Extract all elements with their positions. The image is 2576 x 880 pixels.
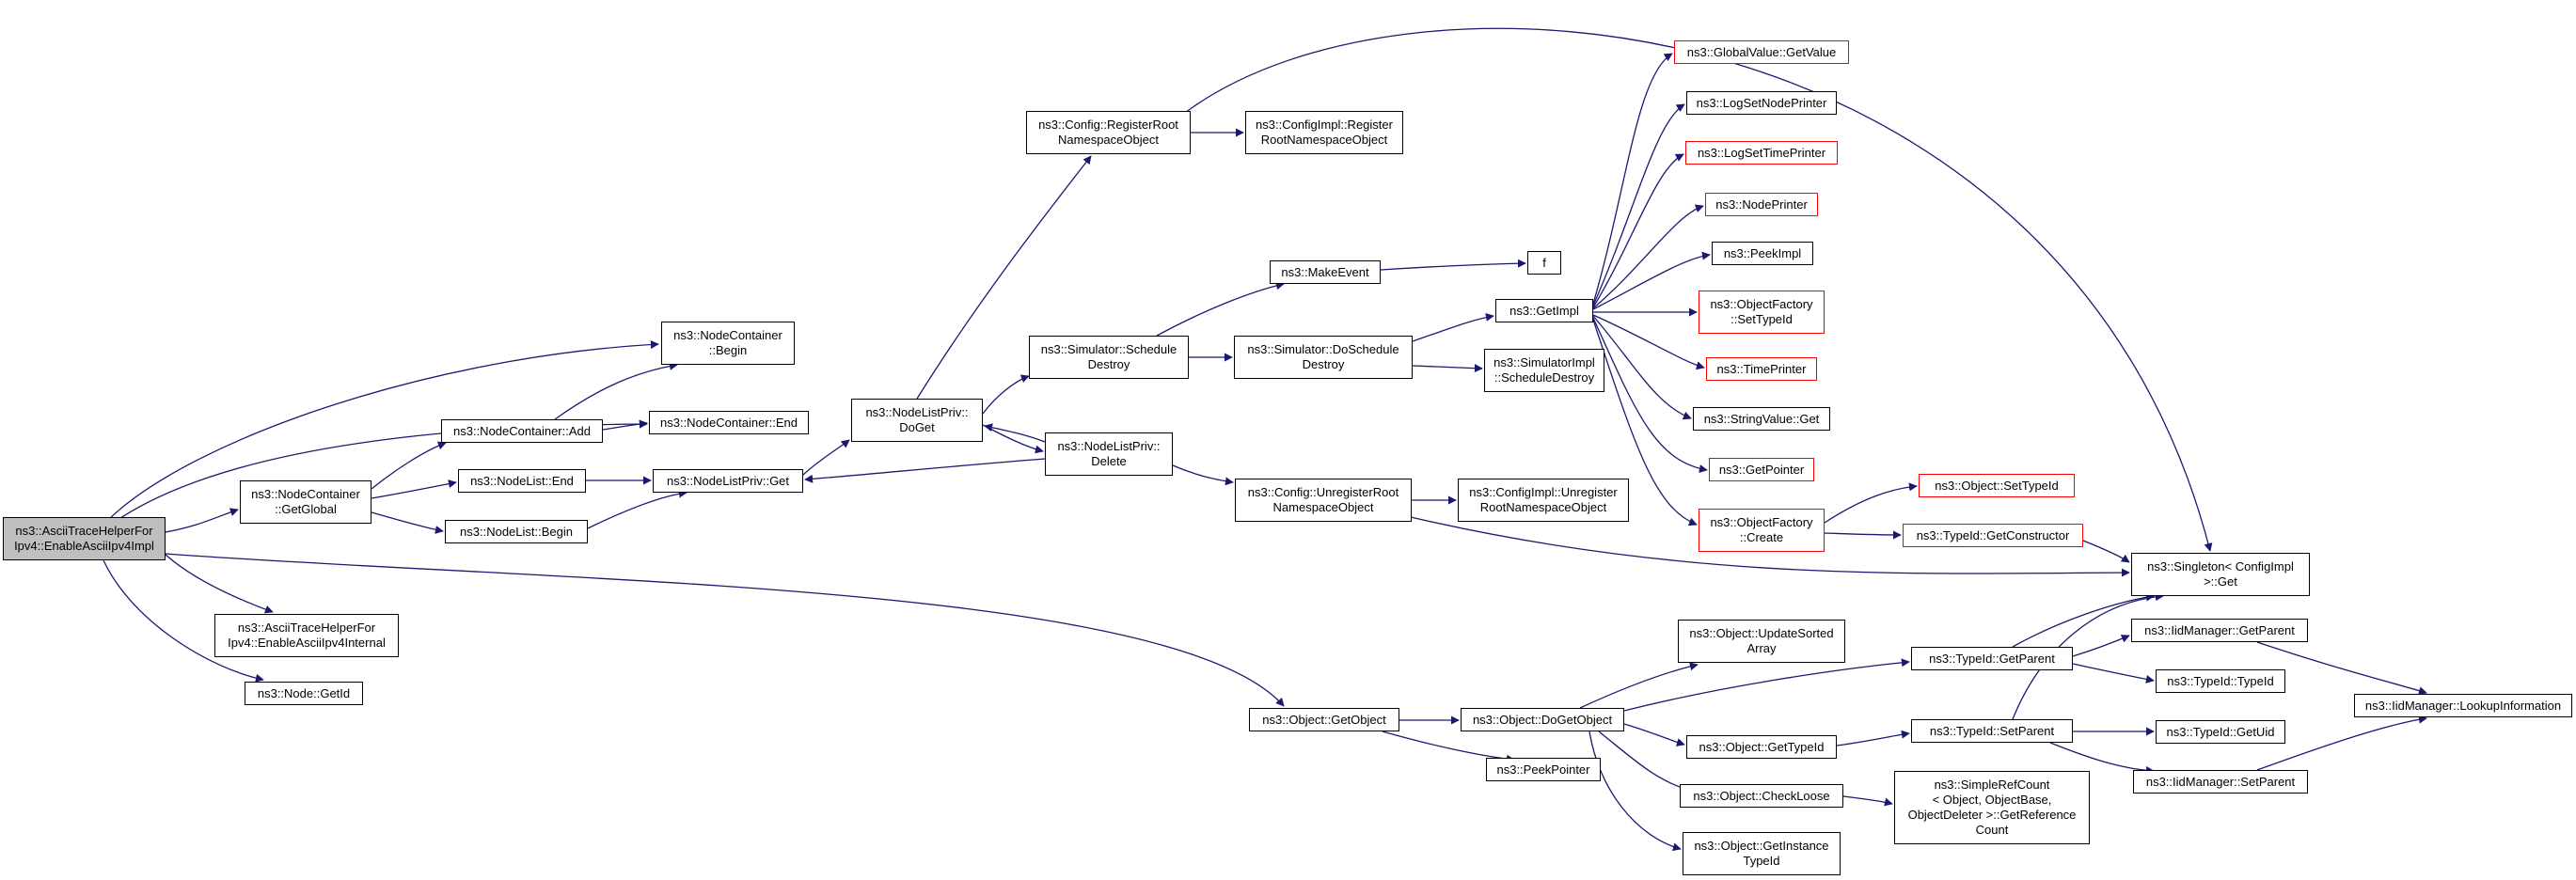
edge-checkloose-simplerefcount — [1842, 795, 1893, 807]
node-singleton-configimpl-get[interactable]: ns3::Singleton< ConfigImpl >::Get — [2131, 553, 2310, 596]
node-typeid-typeid[interactable]: ns3::TypeId::TypeId — [2156, 669, 2285, 693]
node-typeid-getparent[interactable]: ns3::TypeId::GetParent — [1911, 647, 2073, 670]
node-stringvalue-get[interactable]: ns3::StringValue::Get — [1693, 407, 1830, 431]
edge-root-getobject — [165, 553, 1285, 707]
edge-root-getid — [103, 559, 264, 683]
node-enable-ascii-ipv4-internal[interactable]: ns3::AsciiTraceHelperFor Ipv4::EnableAsc… — [214, 614, 399, 657]
node-object-update-sorted-array[interactable]: ns3::Object::UpdateSorted Array — [1678, 620, 1845, 663]
node-iidmanager-getparent[interactable]: ns3::IidManager::GetParent — [2131, 619, 2308, 642]
node-object-gettypeid[interactable]: ns3::Object::GetTypeId — [1686, 735, 1837, 759]
edge-root-internal — [165, 554, 274, 614]
node-nodelist-end[interactable]: ns3::NodeList::End — [458, 469, 586, 493]
node-config-register-root[interactable]: ns3::Config::RegisterRoot NamespaceObjec… — [1026, 111, 1191, 154]
edge-doget-getinstance — [1588, 731, 1682, 852]
edge-getimpl-create — [1592, 319, 1698, 526]
node-time-printer[interactable]: ns3::TimePrinter — [1706, 357, 1817, 381]
edge-doschedule-simimpl — [1412, 364, 1483, 373]
node-simulator-schedule-destroy[interactable]: ns3::Simulator::Schedule Destroy — [1029, 336, 1189, 379]
edge-getconstructor-singleton — [2082, 540, 2130, 563]
node-object-checkloose[interactable]: ns3::Object::CheckLoose — [1680, 784, 1843, 808]
node-typeid-setparent[interactable]: ns3::TypeId::SetParent — [1911, 719, 2073, 743]
node-object-settypeid[interactable]: ns3::Object::SetTypeId — [1919, 474, 2075, 497]
node-globalvalue-getvalue[interactable]: ns3::GlobalValue::GetValue — [1674, 40, 1849, 64]
edge-getimpl-lognode — [1592, 103, 1685, 306]
edge-root-getglobal — [165, 508, 239, 533]
edge-getimpl-peekimpl — [1592, 251, 1711, 310]
node-iidmanager-setparent[interactable]: ns3::IidManager::SetParent — [2133, 770, 2308, 794]
edge-nlbegin-get — [587, 489, 687, 529]
edge-doget-register — [916, 155, 1092, 400]
node-get-pointer[interactable]: ns3::GetPointer — [1709, 458, 1814, 481]
edge-root-nc-begin — [107, 339, 659, 521]
edge-get-doget — [802, 439, 850, 476]
edge-getimpl-logtime — [1592, 153, 1684, 308]
node-configimpl-register-root[interactable]: ns3::ConfigImpl::Register RootNamespaceO… — [1245, 111, 1403, 154]
node-nodelistpriv-doget[interactable]: ns3::NodeListPriv:: DoGet — [851, 399, 983, 442]
node-peek-pointer[interactable]: ns3::PeekPointer — [1486, 758, 1601, 781]
node-nodelistpriv-get[interactable]: ns3::NodeListPriv::Get — [653, 469, 803, 493]
node-object-dogetobject[interactable]: ns3::Object::DoGetObject — [1461, 708, 1624, 731]
edge-create-getconstructor — [1824, 530, 1902, 540]
edge-unregister-singleton — [1410, 516, 2130, 577]
node-typeid-getconstructor[interactable]: ns3::TypeId::GetConstructor — [1903, 524, 2083, 547]
edge-getglobal-nlend — [371, 479, 457, 499]
edge-getparent-singleton — [2012, 592, 2155, 648]
edge-makeevent-f — [1380, 259, 1526, 271]
node-nodecontainer-begin[interactable]: ns3::NodeContainer ::Begin — [661, 322, 795, 365]
node-config-unregister-root[interactable]: ns3::Config::UnregisterRoot NamespaceObj… — [1235, 479, 1412, 522]
node-simulatorimpl-schedule-destroy[interactable]: ns3::SimulatorImpl ::ScheduleDestroy — [1484, 349, 1604, 392]
node-node-printer[interactable]: ns3::NodePrinter — [1705, 193, 1818, 216]
edge-add-end — [602, 419, 648, 431]
edge-add-begin — [554, 361, 678, 420]
edge-doget-typeidgetparent — [1623, 658, 1910, 712]
edge-getparent-iidgetparent — [2072, 635, 2130, 657]
node-typeid-getuid[interactable]: ns3::TypeId::GetUid — [2156, 720, 2285, 744]
node-iidmanager-lookupinformation[interactable]: ns3::IidManager::LookupInformation — [2354, 694, 2572, 717]
node-configimpl-unregister-root[interactable]: ns3::ConfigImpl::Unregister RootNamespac… — [1458, 479, 1629, 522]
node-nodelistpriv-delete[interactable]: ns3::NodeListPriv:: Delete — [1045, 432, 1173, 476]
edge-getobject-peekpointer — [1382, 731, 1515, 763]
node-nodecontainer-getglobal[interactable]: ns3::NodeContainer ::GetGlobal — [240, 480, 371, 524]
edge-getimpl-nodeprinter — [1592, 204, 1704, 309]
node-make-event[interactable]: ns3::MakeEvent — [1270, 260, 1381, 284]
edge-gettypeid-setparent — [1836, 730, 1910, 746]
node-root-enable-ascii-ipv4-impl: ns3::AsciiTraceHelperFor Ipv4::EnableAsc… — [3, 517, 166, 560]
edge-delete-doget — [984, 423, 1046, 443]
edge-iidsetparent-lookup — [2256, 715, 2427, 771]
edge-getglobal-nlbegin — [371, 511, 444, 534]
edge-create-objsettypeid — [1824, 482, 1918, 524]
edge-doget-gettypeid — [1623, 723, 1685, 746]
node-peek-impl[interactable]: ns3::PeekImpl — [1712, 242, 1813, 265]
node-log-set-time-printer[interactable]: ns3::LogSetTimePrinter — [1685, 141, 1838, 165]
edge-setparent-iidsetparent — [2049, 742, 2155, 775]
node-log-set-node-printer[interactable]: ns3::LogSetNodePrinter — [1686, 91, 1837, 115]
edge-doschedule-getimpl — [1412, 312, 1494, 342]
node-object-getinstancetypeid[interactable]: ns3::Object::GetInstance TypeId — [1683, 832, 1841, 875]
node-objectfactory-settypeid[interactable]: ns3::ObjectFactory ::SetTypeId — [1699, 291, 1825, 334]
edge-getglobal-add — [371, 441, 447, 490]
edge-schedule-makeevent — [1156, 281, 1285, 337]
edge-doget-schedule — [982, 374, 1030, 415]
edge-iidgetparent-lookup — [2256, 641, 2427, 695]
edge-delete-unregister — [1172, 464, 1234, 486]
edge-getimpl-getpointer — [1592, 317, 1708, 473]
node-object-getobject[interactable]: ns3::Object::GetObject — [1249, 708, 1399, 731]
edge-getimpl-globalvalue — [1592, 53, 1673, 305]
node-f[interactable]: f — [1527, 251, 1561, 275]
node-nodecontainer-end[interactable]: ns3::NodeContainer::End — [649, 411, 809, 434]
node-get-impl[interactable]: ns3::GetImpl — [1495, 299, 1593, 322]
edge-doget-checkloose — [1598, 731, 1694, 794]
edge-getimpl-stringvalue — [1592, 315, 1692, 420]
node-nodecontainer-add[interactable]: ns3::NodeContainer::Add — [441, 419, 603, 443]
node-node-getid[interactable]: ns3::Node::GetId — [245, 682, 363, 705]
edge-getparent-typeidtypeid — [2072, 663, 2155, 684]
edge-getimpl-timeprinter — [1592, 314, 1705, 370]
edge-setparent-singleton — [2012, 592, 2164, 720]
node-nodelist-begin[interactable]: ns3::NodeList::Begin — [445, 520, 588, 543]
node-simulator-doschedule-destroy[interactable]: ns3::Simulator::DoSchedule Destroy — [1234, 336, 1413, 379]
node-objectfactory-create[interactable]: ns3::ObjectFactory ::Create — [1699, 509, 1825, 552]
edge-delete-get — [804, 458, 1046, 483]
edge-doget-update — [1579, 662, 1699, 709]
node-simplerefcount-getreferencecount[interactable]: ns3::SimpleRefCount < Object, ObjectBase… — [1894, 771, 2090, 844]
